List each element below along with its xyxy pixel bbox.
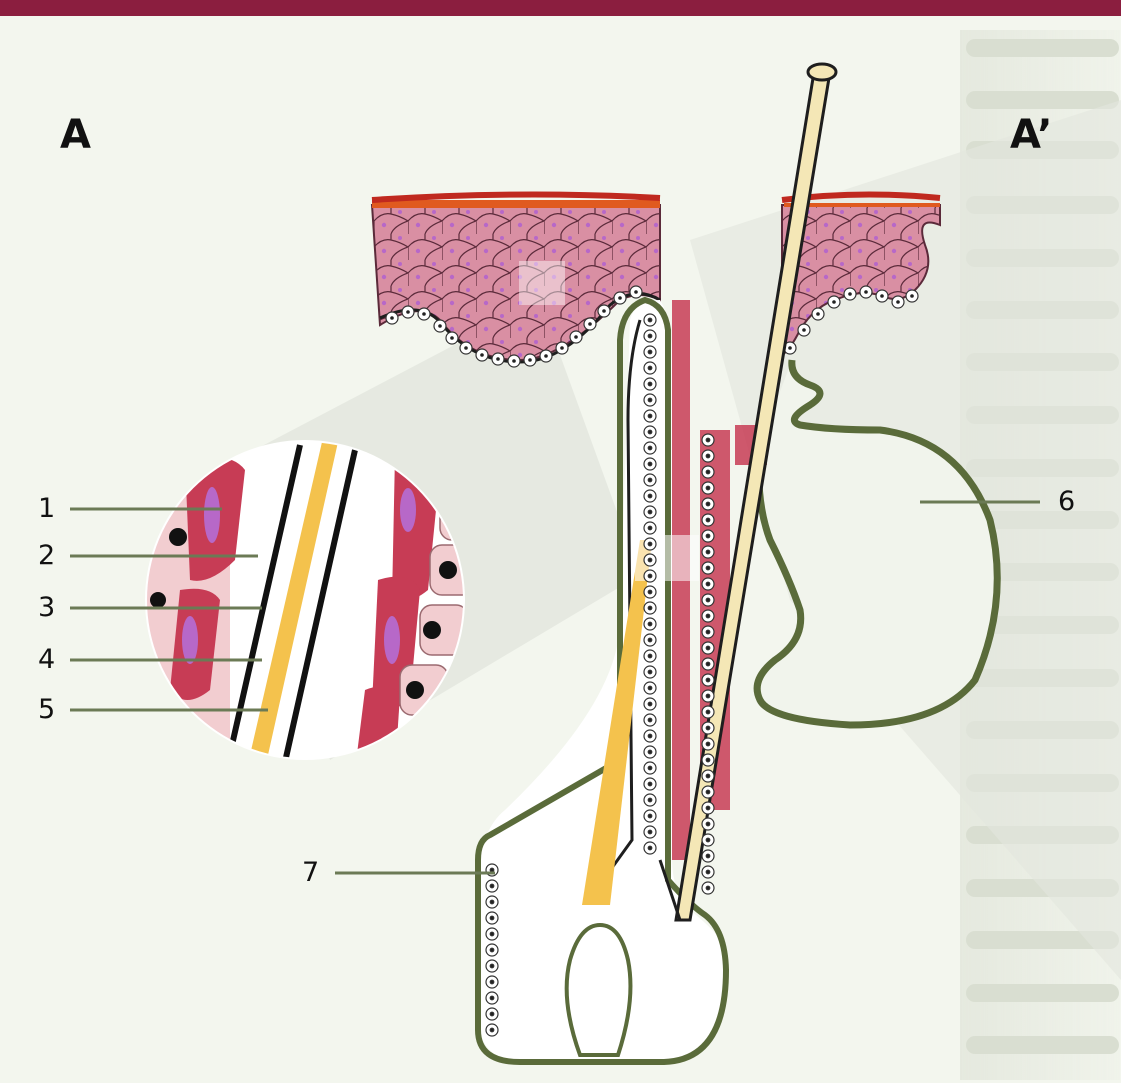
sheath-cell-nucleus: [706, 790, 710, 794]
sheath-cell-nucleus: [706, 870, 710, 874]
sheath-cell-nucleus: [648, 702, 652, 706]
sheath-cell-nucleus: [706, 598, 710, 602]
sheath-cell-nucleus: [706, 502, 710, 506]
sheath-cell-nucleus: [648, 510, 652, 514]
sheath-cell-nucleus: [648, 430, 652, 434]
sheath-cell-nucleus: [706, 566, 710, 570]
sheath-cell-nucleus: [648, 750, 652, 754]
sheath-cell-nucleus: [648, 670, 652, 674]
sheath-cell-nucleus: [648, 446, 652, 450]
sheath-cell-nucleus: [648, 686, 652, 690]
sheath-cell-nucleus: [706, 614, 710, 618]
sheath-cell-nucleus: [648, 318, 652, 322]
sheath-cell-nucleus: [648, 782, 652, 786]
panel-label-a-prime: A’: [1010, 112, 1052, 158]
sheath-cell-nucleus: [648, 334, 652, 338]
sheath-cell-nucleus: [706, 694, 710, 698]
panel-label-a: A: [60, 112, 91, 158]
sheath-cell-nucleus: [648, 398, 652, 402]
sheath-cell-nucleus: [648, 766, 652, 770]
sheath-cell-nucleus: [648, 846, 652, 850]
sheath-cell-nucleus: [648, 622, 652, 626]
sheath-cell-nucleus: [490, 868, 494, 872]
sheath-cell-nucleus: [706, 630, 710, 634]
sheath-cell-nucleus: [706, 742, 710, 746]
sheath-cell-nucleus: [490, 916, 494, 920]
sheath-cell-nucleus: [490, 964, 494, 968]
sheath-cell-nucleus: [706, 822, 710, 826]
sheath-cell-nucleus: [648, 462, 652, 466]
callout-6: 6: [1058, 488, 1075, 515]
sheath-cell-nucleus: [648, 366, 652, 370]
sheath-cell-nucleus: [648, 478, 652, 482]
sheath-cell-nucleus: [706, 486, 710, 490]
sheath-cell-nucleus: [648, 814, 652, 818]
sheath-cell-nucleus: [648, 798, 652, 802]
sheath-cell-nucleus: [706, 806, 710, 810]
sheath-cell-nucleus: [648, 734, 652, 738]
sheath-cell-nucleus: [706, 518, 710, 522]
sheath-cell-nucleus: [490, 996, 494, 1000]
sheath-cell-nucleus: [706, 438, 710, 442]
sheath-cell-nucleus: [648, 718, 652, 722]
sheath-cell-nucleus: [490, 948, 494, 952]
sheath-cell-nucleus: [648, 350, 652, 354]
inset-marker-square: [520, 262, 564, 304]
sheath-cell-nucleus: [648, 526, 652, 530]
sheath-cell-nucleus: [706, 726, 710, 730]
sheath-cell-nucleus: [706, 886, 710, 890]
sheath-cell-nucleus: [648, 558, 652, 562]
sheath-cell-nucleus: [706, 470, 710, 474]
sheath-cell-nucleus: [648, 414, 652, 418]
sheath-cell-nucleus: [490, 980, 494, 984]
sheath-cell-nucleus: [706, 678, 710, 682]
sheath-cell-nucleus: [706, 534, 710, 538]
sheath-cell-nucleus: [648, 494, 652, 498]
sheath-cell-nucleus: [490, 932, 494, 936]
callout-2: 2: [38, 542, 55, 569]
sheath-cell-nucleus: [490, 1012, 494, 1016]
callout-4: 4: [38, 646, 55, 673]
sheath-cell-nucleus: [706, 454, 710, 458]
sheath-cell-nucleus: [648, 654, 652, 658]
sheath-cell-nucleus: [706, 758, 710, 762]
sheath-cell-nucleus: [706, 662, 710, 666]
sheath-cell-nucleus: [490, 884, 494, 888]
sheath-cell-nucleus: [706, 582, 710, 586]
sheath-cell-nucleus: [490, 1028, 494, 1032]
callout-7: 7: [302, 859, 319, 886]
sheath-cell-nucleus: [706, 710, 710, 714]
dermal-papilla: [567, 925, 631, 1055]
sheath-cell-nucleus: [648, 830, 652, 834]
callout-5: 5: [38, 696, 55, 723]
sheath-cell-nucleus: [706, 838, 710, 842]
sheath-cell-nucleus: [706, 774, 710, 778]
sheath-cell-nucleus: [648, 590, 652, 594]
sheath-cell-nucleus: [706, 646, 710, 650]
sheath-cell-nucleus: [648, 638, 652, 642]
sheath-cell-nucleus: [706, 854, 710, 858]
sheath-cell-nucleus: [648, 542, 652, 546]
sheath-cell-nucleus: [490, 900, 494, 904]
sheath-cell-nucleus: [648, 606, 652, 610]
sheath-cell-nucleus: [706, 550, 710, 554]
callout-1: 1: [38, 495, 55, 522]
sheath-cell-nucleus: [648, 382, 652, 386]
top-frame-bar: [0, 0, 1121, 16]
sheath-cell-nucleus: [648, 574, 652, 578]
callout-3: 3: [38, 594, 55, 621]
